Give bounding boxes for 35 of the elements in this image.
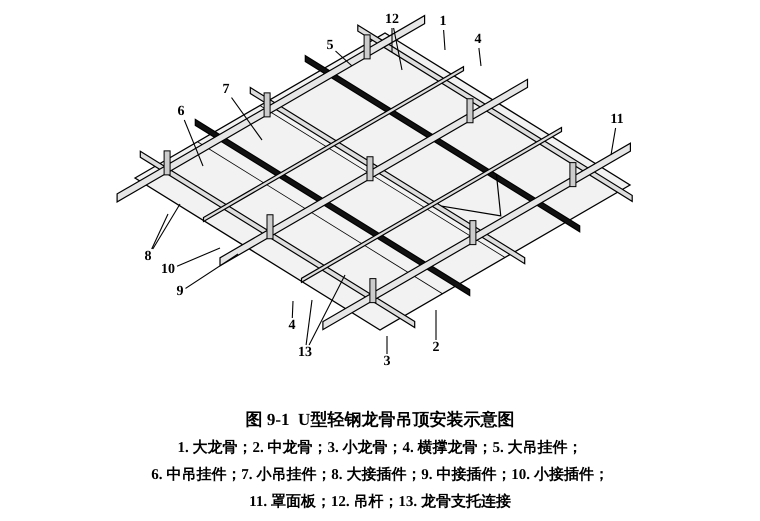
- leader-line: [306, 300, 313, 346]
- leader-line: [231, 97, 262, 140]
- callout-number: 8: [144, 250, 152, 264]
- callout-number: 6: [176, 105, 186, 119]
- leader-line: [478, 48, 482, 66]
- part-list-text: 1. 大龙骨；2. 中龙骨；3. 小龙骨；4. 横撑龙骨；5. 大吊挂件；: [178, 438, 582, 457]
- leader-line: [151, 214, 168, 250]
- callout-number: 5: [326, 39, 334, 53]
- callout-number: 11: [609, 113, 625, 127]
- leader-line: [391, 28, 393, 52]
- leader-line: [308, 274, 346, 346]
- callout-number: 1: [438, 15, 448, 29]
- part-list-text: 6. 中吊挂件；7. 小吊挂件；8. 大接插件；9. 中接插件；10. 小接插件；: [151, 465, 609, 484]
- callout-number: 3: [382, 355, 392, 369]
- callout-number: 7: [222, 83, 230, 97]
- callout-number: 4: [474, 33, 482, 47]
- leader-line: [152, 204, 180, 250]
- leader-line: [393, 28, 403, 70]
- leader-line: [443, 30, 446, 50]
- leader-line: [386, 336, 388, 354]
- callout-number: 12: [384, 13, 400, 27]
- figure-caption: 图 9-1 U型轻钢龙骨吊顶安装示意图: [246, 409, 514, 431]
- leader-line: [610, 128, 616, 156]
- leader-line: [185, 254, 238, 289]
- leader-line: [176, 248, 220, 267]
- leader-line: [435, 310, 437, 340]
- callout-number: 4: [288, 319, 296, 333]
- callout-number: 10: [160, 263, 176, 277]
- leader-line: [292, 300, 294, 318]
- callout-number: 13: [297, 346, 313, 360]
- leader-line: [184, 120, 204, 166]
- callout-number: 2: [432, 341, 440, 355]
- callout-number: 9: [176, 285, 184, 299]
- part-list-text: 11. 罩面板；12. 吊杆；13. 龙骨支托连接: [249, 492, 511, 511]
- leader-line: [335, 50, 352, 66]
